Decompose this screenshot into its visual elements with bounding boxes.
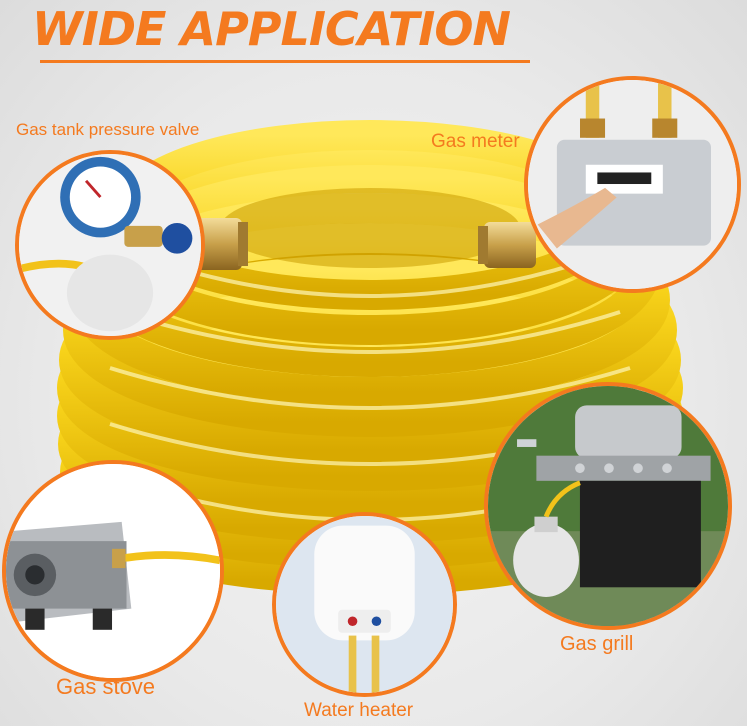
label-gas-stove: Gas stove [56,674,156,699]
left-brass-fitting [196,218,248,270]
title-underline [40,60,530,63]
label-water-heater: Water heater [304,700,414,721]
gas-meter-photo [524,76,741,293]
gas-tank-pressure-valve-photo [15,150,205,340]
banner-title: WIDE APPLICATION [32,2,511,56]
label-gas-meter: Gas meter [431,131,520,152]
gas-grill-photo [484,382,732,630]
label-gas-tank-pressure-valve: Gas tank pressure valve [16,120,200,139]
right-brass-fitting [478,222,536,268]
water-heater-photo [272,512,457,697]
label-gas-grill: Gas grill [560,633,634,655]
gas-stove-photo [2,460,224,682]
